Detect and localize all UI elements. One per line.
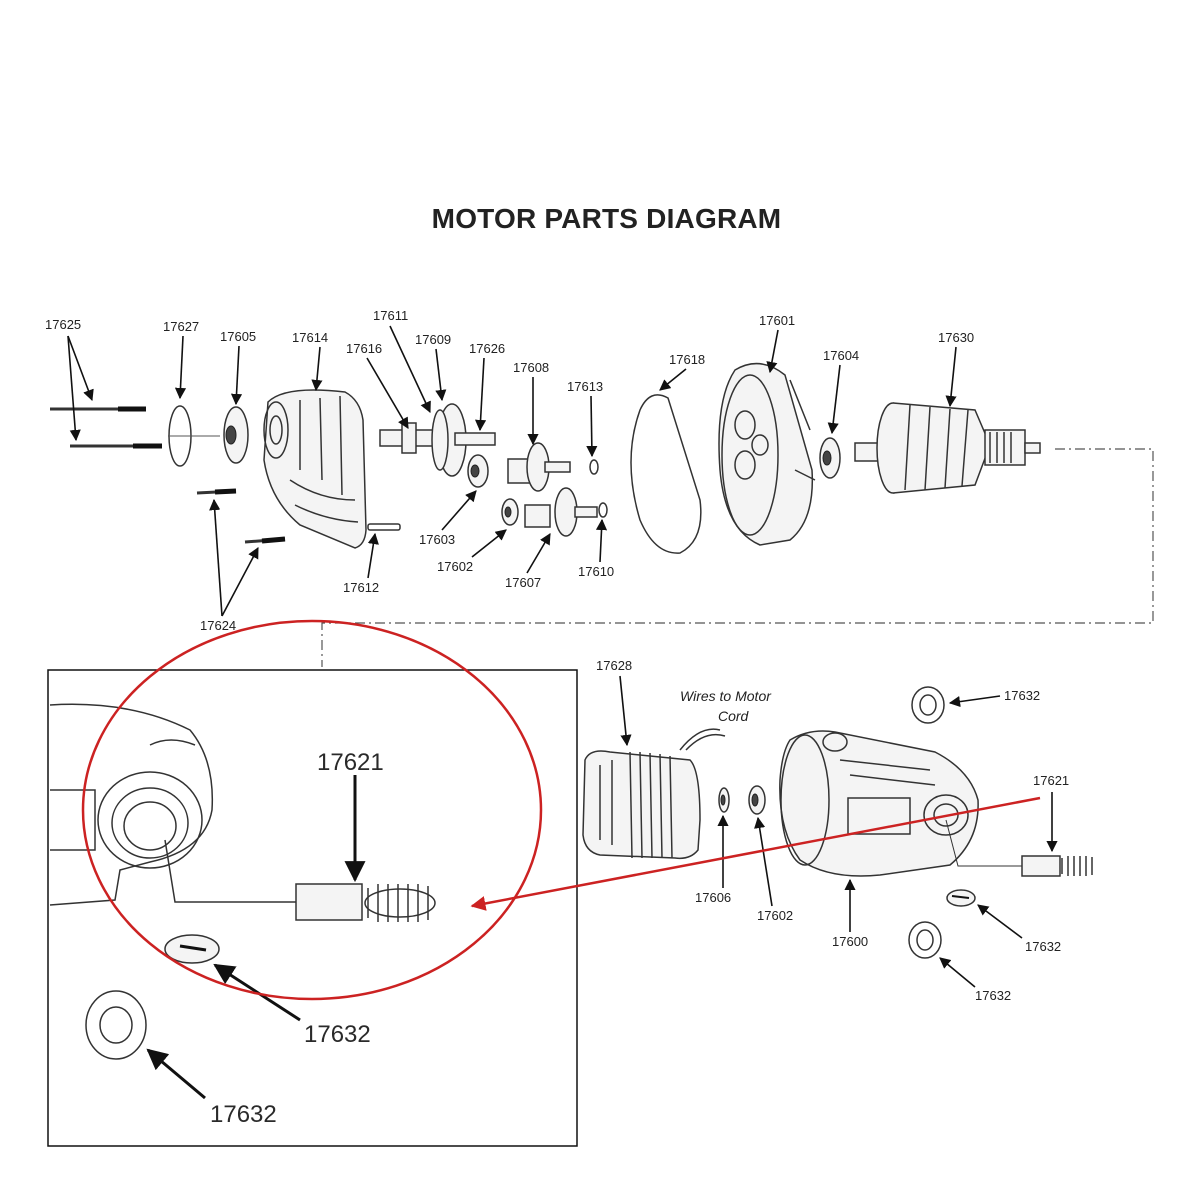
label-17609: 17609 xyxy=(415,332,451,347)
label-17602-bottom: 17602 xyxy=(757,908,793,923)
label-17604: 17604 xyxy=(823,348,859,363)
gear-17607 xyxy=(524,487,598,537)
label-17624: 17624 xyxy=(200,618,236,633)
bearing-17605 xyxy=(223,406,249,464)
armature-17630 xyxy=(854,402,1041,494)
label-17600: 17600 xyxy=(832,934,868,949)
label-17601: 17601 xyxy=(759,313,795,328)
label-17632-c: 17632 xyxy=(975,988,1011,1003)
bottom-labels: 17628 Wires to Motor Cord 17632 17621 17… xyxy=(596,658,1069,1003)
highlight-callout xyxy=(81,619,1041,1001)
screw-17624 xyxy=(196,488,286,544)
label-17607: 17607 xyxy=(505,575,541,590)
label-17602-top: 17602 xyxy=(437,559,473,574)
label-17628: 17628 xyxy=(596,658,632,673)
washer-17613 xyxy=(589,459,599,475)
shaft-17616 xyxy=(379,422,441,454)
bearing-17602-top xyxy=(501,498,519,526)
bearing-17604 xyxy=(819,437,841,479)
label-17616: 17616 xyxy=(346,341,382,356)
wires-note-line1: Wires to Motor xyxy=(680,688,772,704)
label-17606: 17606 xyxy=(695,890,731,905)
label-17612: 17612 xyxy=(343,580,379,595)
label-17627: 17627 xyxy=(163,319,199,334)
washer-17606 xyxy=(718,787,730,813)
gear-17609 xyxy=(431,403,496,477)
label-17605: 17605 xyxy=(220,329,256,344)
top-labels: 17625 17627 17605 17614 17611 17616 1760… xyxy=(45,308,974,633)
inset-detail: 17621 17632 17632 xyxy=(47,669,578,1147)
screw-17625 xyxy=(50,406,162,449)
page-title: MOTOR PARTS DIAGRAM xyxy=(431,203,782,234)
inset-label-17621: 17621 xyxy=(317,749,384,776)
bottom-arrows xyxy=(619,675,1058,988)
label-17611: 17611 xyxy=(373,308,408,323)
ring-17627 xyxy=(168,405,220,467)
gasket-17618 xyxy=(630,394,702,554)
label-17614: 17614 xyxy=(292,330,328,345)
washer-17610 xyxy=(598,502,608,518)
label-17632-b: 17632 xyxy=(1025,939,1061,954)
washer-17632-b xyxy=(908,921,942,959)
gear-17608 xyxy=(507,442,571,492)
inset-label-17632-a: 17632 xyxy=(304,1021,371,1048)
label-17618: 17618 xyxy=(669,352,705,367)
gear-housing-17614 xyxy=(263,389,367,549)
pin-17612 xyxy=(367,523,401,531)
cap-17632 xyxy=(946,889,976,907)
label-17630: 17630 xyxy=(938,330,974,345)
bearing-17602-bottom xyxy=(748,785,766,815)
inset-label-17632-b: 17632 xyxy=(210,1101,277,1128)
label-17613: 17613 xyxy=(567,379,603,394)
motor-housing-17600 xyxy=(779,730,979,877)
label-17608: 17608 xyxy=(513,360,549,375)
brush-17621 xyxy=(945,819,1093,877)
top-arrows xyxy=(67,325,957,617)
dashed-connector xyxy=(321,448,1154,667)
housing-17601 xyxy=(718,362,816,546)
label-17625: 17625 xyxy=(45,317,81,332)
wires-note-line2: Cord xyxy=(718,708,750,724)
washer-17632-a xyxy=(911,686,945,724)
label-17621: 17621 xyxy=(1033,773,1069,788)
label-17626: 17626 xyxy=(469,341,505,356)
label-17603: 17603 xyxy=(419,532,455,547)
label-17632-a: 17632 xyxy=(1004,688,1040,703)
bearing-17603 xyxy=(467,454,489,488)
label-17610: 17610 xyxy=(578,564,614,579)
field-coil-17628 xyxy=(582,728,726,860)
